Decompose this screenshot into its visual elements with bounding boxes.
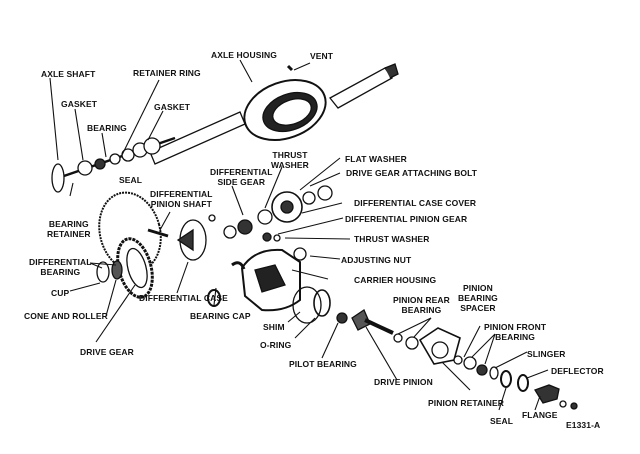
label-gasket: GASKET <box>154 102 191 112</box>
label-bearing-cap: BEARING CAP <box>190 311 251 321</box>
label-differential-pinion-gear: DIFFERENTIAL PINION GEAR <box>345 214 468 224</box>
label-seal: SEAL <box>490 416 514 426</box>
figure-id: E1331-A <box>566 420 601 430</box>
drive-pinion-drawing <box>351 309 394 335</box>
carrier-housing-drawing <box>240 248 301 312</box>
label-flat-washer: FLAT WASHER <box>345 154 407 164</box>
label-thrust-washer: THRUST WASHER <box>354 234 430 244</box>
label-vent: VENT <box>310 51 334 61</box>
label-differential-case-cover: DIFFERENTIAL CASE COVER <box>354 198 477 208</box>
axle-shaft-drawing <box>51 136 176 193</box>
o-ring-drawing <box>313 289 331 317</box>
label-drive-pinion: DRIVE PINION <box>374 377 433 387</box>
label-gasket: GASKET <box>61 99 98 109</box>
label-pilot-bearing: PILOT BEARING <box>289 359 357 369</box>
label-axle-shaft: AXLE SHAFT <box>41 69 96 79</box>
label-pinion-retainer: PINION RETAINER <box>428 398 504 408</box>
flange-drawing <box>534 384 560 404</box>
vent-drawing <box>286 64 294 72</box>
shim-drawing <box>292 286 322 324</box>
leader-lines <box>49 59 549 411</box>
label-o-ring: O-RING <box>260 340 292 350</box>
label-bearing: BEARING <box>87 123 127 133</box>
axle-housing-drawing <box>149 63 399 165</box>
label-axle-housing: AXLE HOUSING <box>211 50 277 60</box>
label-shim: SHIM <box>263 322 285 332</box>
label-drive-gear: DRIVE GEAR <box>80 347 134 357</box>
label-flange: FLANGE <box>522 410 558 420</box>
label-seal: SEAL <box>119 175 143 185</box>
cone-drawing <box>111 260 123 280</box>
cup-drawing <box>96 261 110 283</box>
label-differential-case: DIFFERENTIAL CASE <box>139 293 228 303</box>
differential-case-drawing <box>176 219 207 261</box>
label-drive-gear-attaching-bolt: DRIVE GEAR ATTACHING BOLT <box>346 168 478 178</box>
label-cup: CUP <box>51 288 70 298</box>
pilot-bearing-drawing <box>336 312 348 324</box>
label-carrier-housing: CARRIER HOUSING <box>354 275 437 285</box>
pinion-shaft-drawing <box>147 228 169 238</box>
label-slinger: SLINGER <box>527 349 566 359</box>
label-deflector: DEFLECTOR <box>551 366 604 376</box>
label-cone-and-roller: CONE AND ROLLER <box>24 311 108 321</box>
label-adjusting-nut: ADJUSTING NUT <box>341 255 412 265</box>
label-retainer-ring: RETAINER RING <box>133 68 201 78</box>
